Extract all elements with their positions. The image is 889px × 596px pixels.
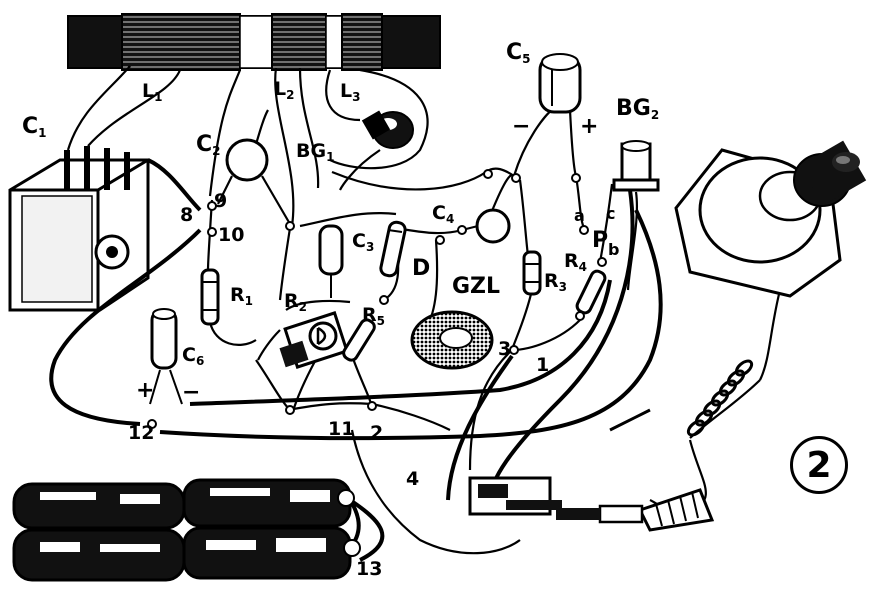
label-p: P	[592, 228, 609, 253]
label-bg2: BG2	[616, 96, 660, 122]
capacitor-c4	[461, 208, 511, 244]
potentiometer-knob-unit	[674, 140, 867, 298]
label-pot-a: a	[574, 206, 585, 225]
label-d: D	[412, 256, 431, 281]
rod-gap-2	[325, 15, 343, 69]
battery-cell-1	[12, 482, 186, 530]
jack-socket-bg2	[612, 140, 660, 192]
coil-l2	[271, 13, 327, 71]
electrolytic-c5	[538, 53, 582, 114]
label-bg1: BG1	[296, 140, 335, 164]
battery-cell-4	[182, 526, 352, 580]
node-9: 9	[214, 190, 228, 212]
label-r2: R2	[284, 290, 307, 314]
label-r5: R5	[362, 304, 385, 328]
label-c2: C2	[196, 132, 221, 158]
label-pot-c: c	[606, 204, 616, 223]
earphone-bg1	[361, 110, 414, 149]
label-c6-minus: −	[182, 380, 201, 405]
node-4: 4	[406, 468, 420, 490]
lower-jack-socket	[468, 476, 562, 516]
thin-wires	[66, 65, 782, 555]
battery-pack	[12, 478, 361, 582]
trimmer-r2	[279, 311, 349, 369]
solder-joints	[147, 169, 607, 429]
label-r4: R4	[564, 250, 587, 274]
coiled-cord	[649, 359, 761, 513]
label-l3: L3	[340, 80, 361, 104]
resistor-r1	[200, 268, 220, 326]
label-c4: C4	[432, 202, 455, 226]
coil-l1	[121, 13, 241, 71]
label-c6: C6	[182, 344, 205, 368]
tuning-capacitor-c1	[8, 146, 150, 312]
toroid-choke-gzl	[410, 310, 494, 370]
label-c6-plus: +	[136, 378, 155, 403]
rod-gap-1	[239, 15, 273, 69]
node-11: 11	[328, 418, 355, 440]
label-r3: R3	[544, 270, 567, 294]
node-3: 3	[498, 338, 512, 360]
label-pot-b: b	[608, 240, 620, 259]
capacitor-c3	[318, 224, 344, 298]
node-2: 2	[370, 422, 384, 444]
dash-mark	[609, 408, 651, 432]
label-gzl: GZL	[452, 274, 501, 299]
node-12: 12	[128, 422, 155, 444]
jack-plug	[556, 488, 715, 532]
battery-cell-3	[12, 528, 186, 582]
node-1: 1	[536, 354, 550, 376]
label-l2: L2	[274, 78, 295, 102]
coil-l3	[341, 13, 383, 71]
label-c3: C3	[352, 230, 375, 254]
node-13: 13	[356, 558, 383, 580]
thick-wires	[49, 158, 663, 562]
label-c5-minus: −	[512, 114, 531, 139]
battery-cell-2	[182, 478, 352, 528]
label-c5-plus: +	[580, 114, 599, 139]
resistor-r5	[342, 318, 376, 362]
resistor-r3	[522, 250, 542, 296]
capacitor-c2	[217, 138, 291, 225]
node-10: 10	[218, 224, 245, 246]
diode-d	[379, 220, 407, 278]
label-c5: C5	[506, 40, 531, 66]
node-8: 8	[180, 204, 194, 226]
figure-number-badge: 2	[790, 436, 848, 494]
ferrite-antenna	[67, 13, 441, 71]
label-l1: L1	[142, 80, 163, 104]
label-r1: R1	[230, 284, 253, 308]
label-c1: C1	[22, 114, 47, 140]
electrolytic-c6	[149, 308, 183, 405]
